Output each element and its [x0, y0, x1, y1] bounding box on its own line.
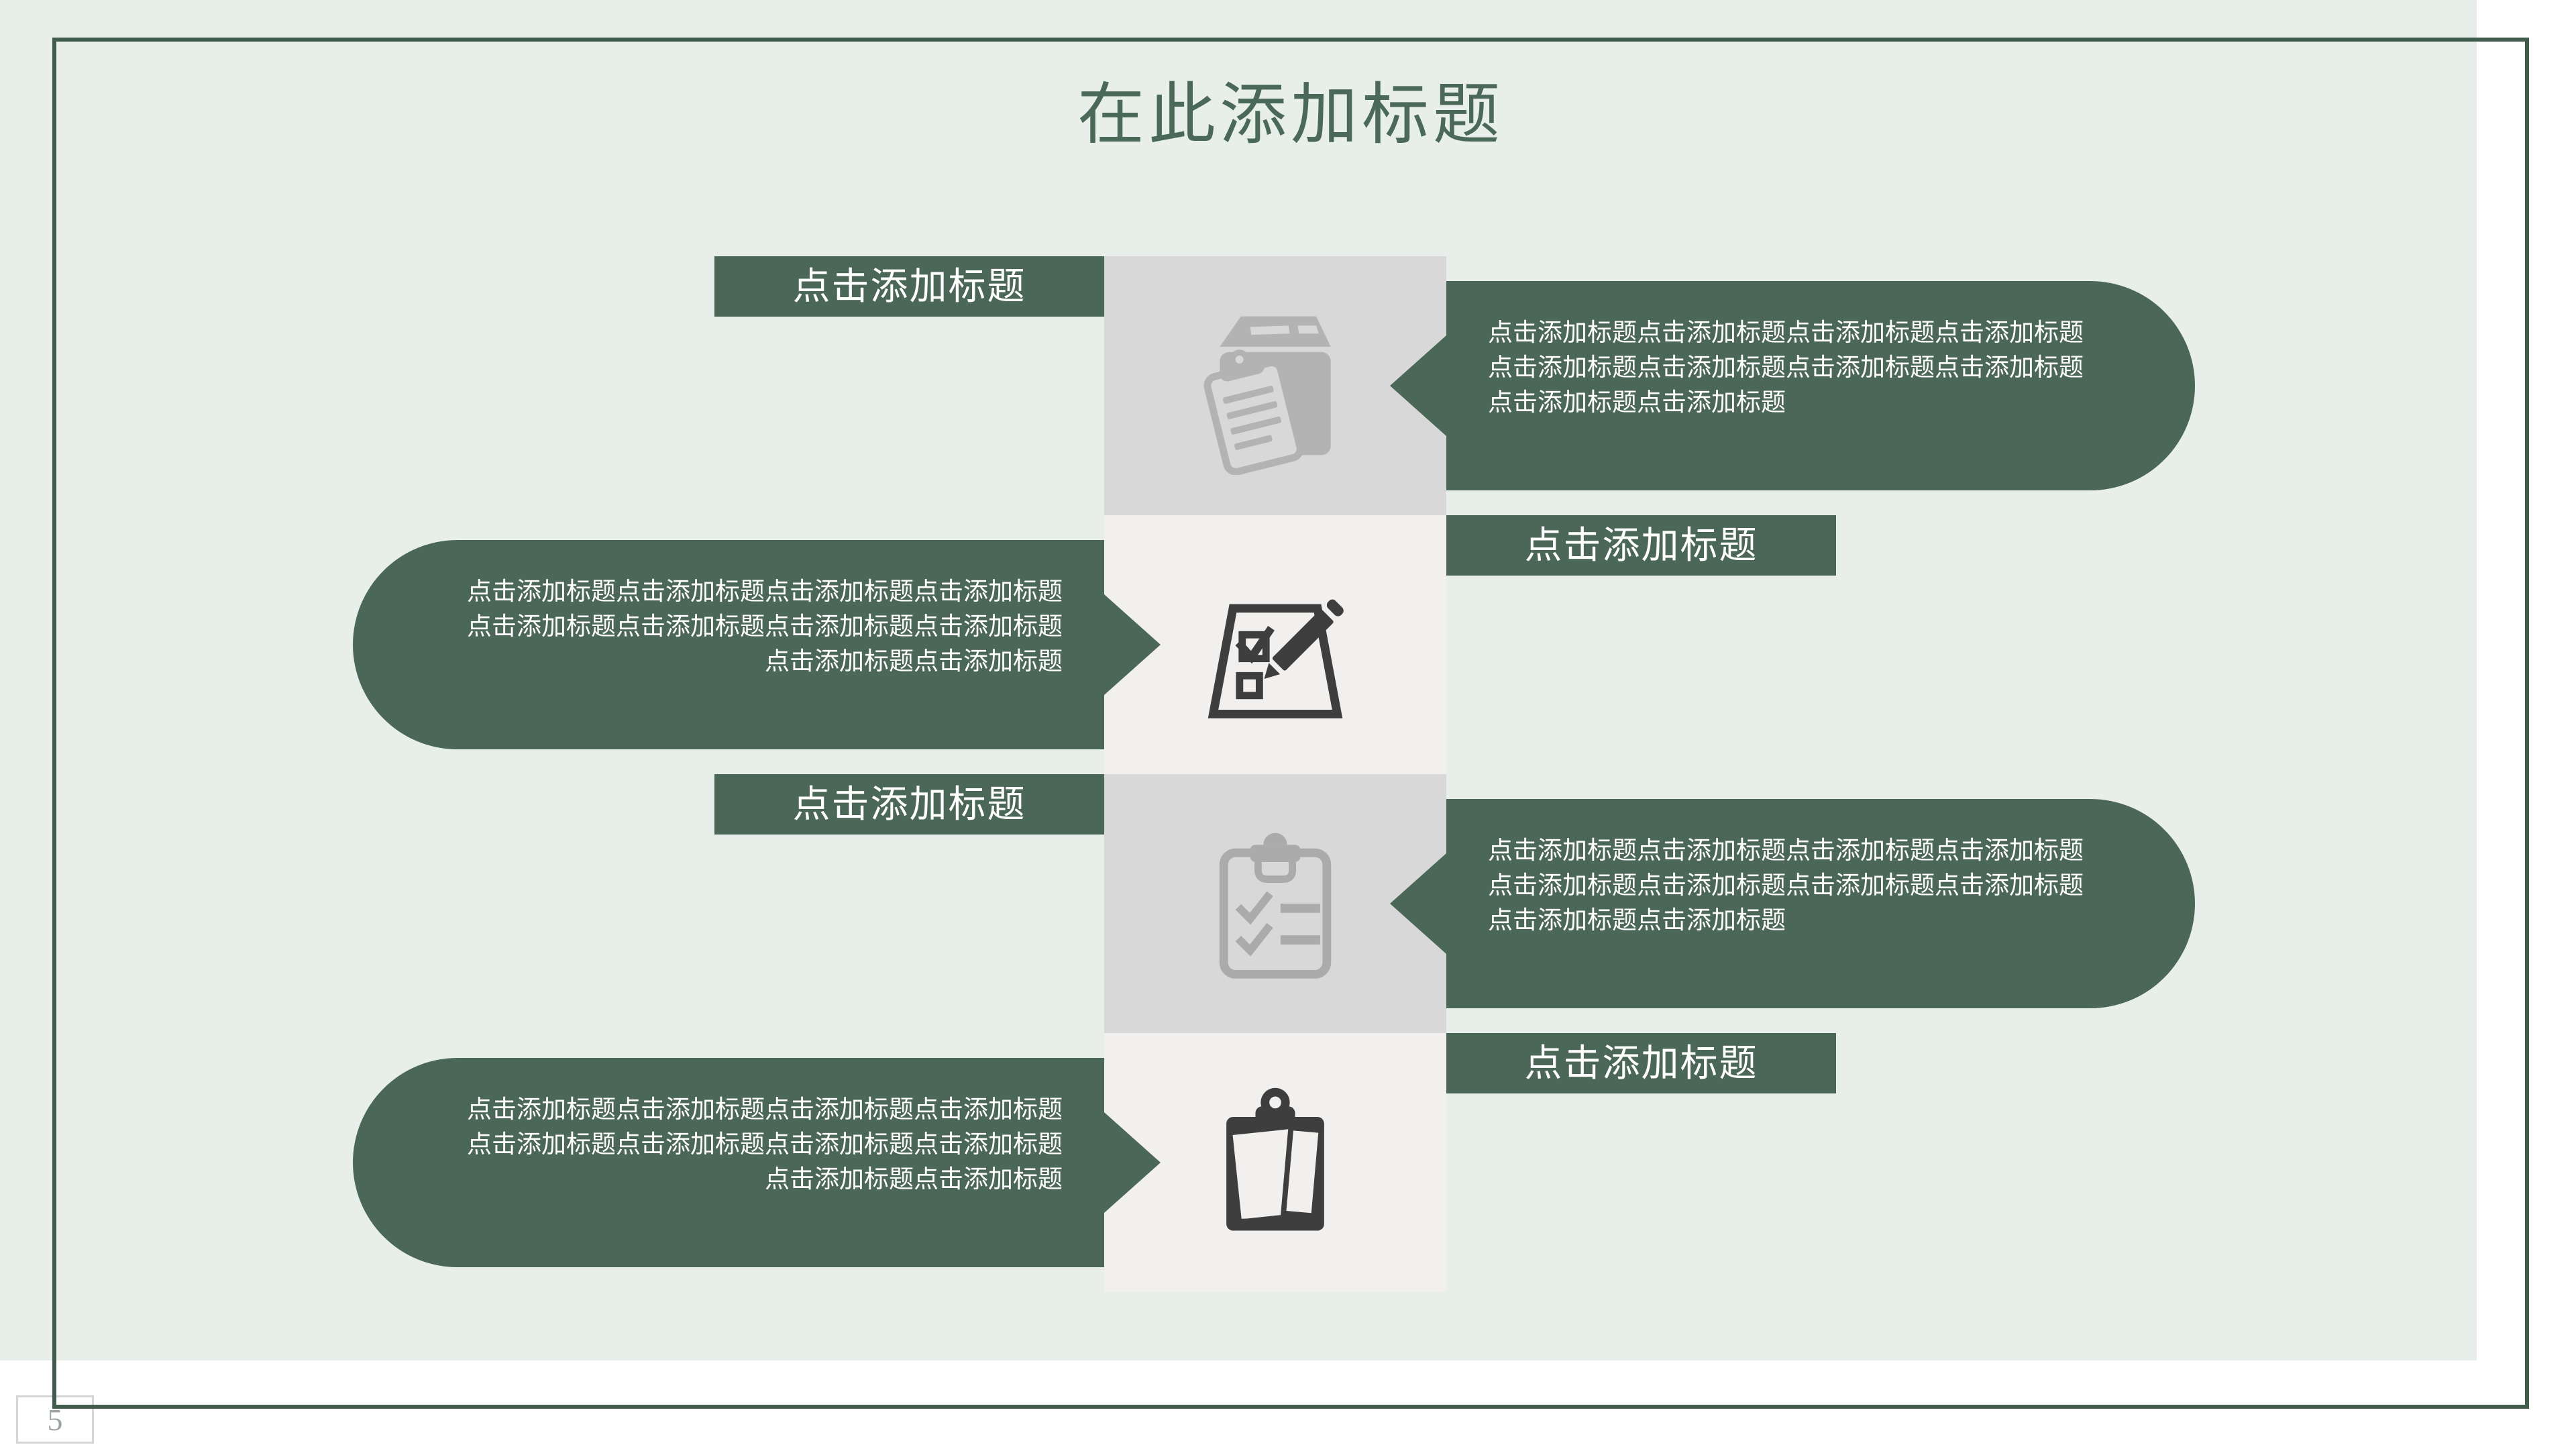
package-clipboard-icon	[1189, 297, 1361, 475]
clipboard-checklist-icon	[1189, 814, 1361, 993]
row-2-bubble-arrow	[1104, 594, 1161, 695]
row-4-label[interactable]: 点击添加标题	[1446, 1033, 1836, 1093]
row-3-bubble-arrow	[1390, 853, 1446, 954]
row-2-bubble[interactable]: 点击添加标题点击添加标题点击添加标题点击添加标题点击添加标题点击添加标题点击添加…	[353, 540, 1104, 749]
page-number: 5	[47, 1402, 63, 1437]
icon-tile-4[interactable]	[1104, 1033, 1446, 1292]
icon-tile-3[interactable]	[1104, 774, 1446, 1033]
row-2-label[interactable]: 点击添加标题	[1446, 515, 1836, 576]
page-number-box[interactable]: 5	[16, 1395, 94, 1444]
row-3-bubble[interactable]: 点击添加标题点击添加标题点击添加标题点击添加标题点击添加标题点击添加标题点击添加…	[1446, 799, 2195, 1008]
checklist-pencil-icon	[1189, 555, 1361, 734]
icon-tile-2[interactable]	[1104, 515, 1446, 774]
row-1-bubble[interactable]: 点击添加标题点击添加标题点击添加标题点击添加标题点击添加标题点击添加标题点击添加…	[1446, 281, 2195, 490]
row-4-bubble-arrow	[1104, 1112, 1161, 1213]
row-1-bubble-arrow	[1390, 335, 1446, 436]
icon-tile-1[interactable]	[1104, 256, 1446, 515]
clipboard-papers-icon	[1189, 1073, 1361, 1252]
row-1-label[interactable]: 点击添加标题	[714, 256, 1104, 317]
row-3-label[interactable]: 点击添加标题	[714, 774, 1104, 835]
row-4-bubble[interactable]: 点击添加标题点击添加标题点击添加标题点击添加标题点击添加标题点击添加标题点击添加…	[353, 1058, 1104, 1267]
slide-title[interactable]: 在此添加标题	[1077, 78, 1504, 152]
